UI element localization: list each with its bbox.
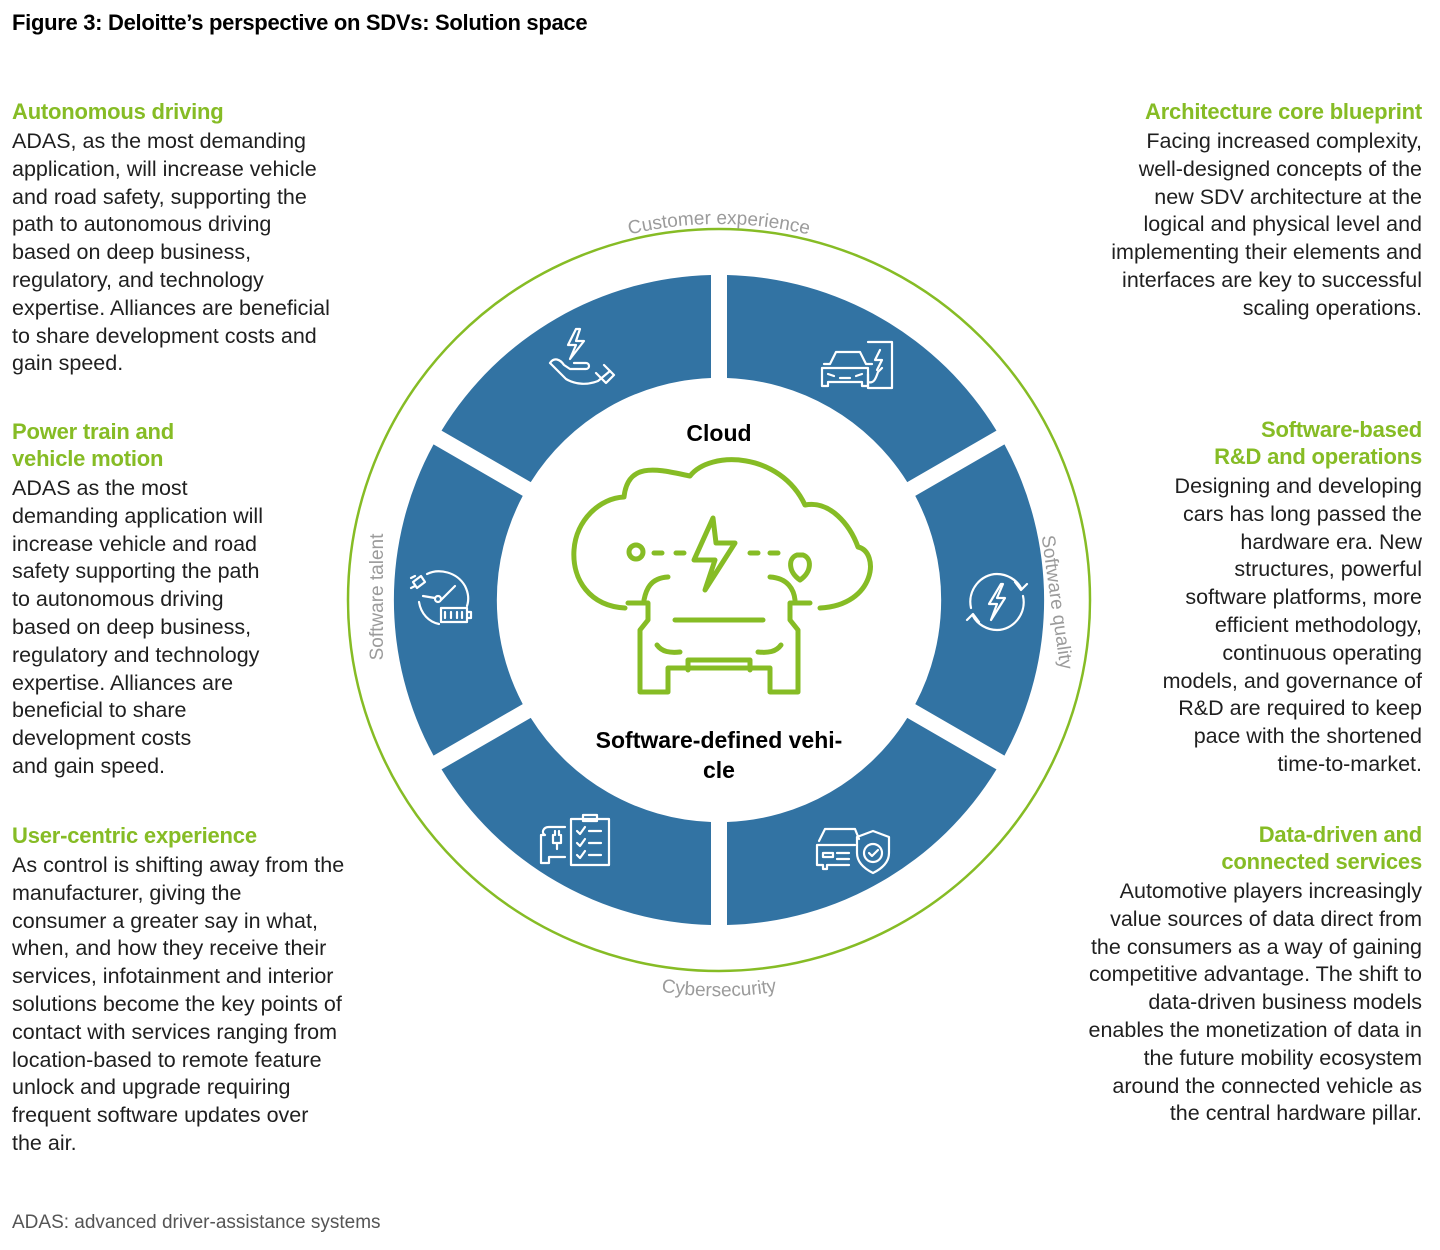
- ring-segment-left: [393, 444, 523, 756]
- energy-refresh-icon: [965, 572, 1029, 632]
- text-block-autonomous-driving: Autonomous driving ADAS, as the most dem…: [12, 98, 392, 378]
- ring-label-bottom: Cybersecurity: [660, 976, 778, 1002]
- block-title: User-centric experience: [12, 823, 257, 848]
- figure-title: Figure 3: Deloitte’s perspective on SDVs…: [12, 10, 588, 35]
- footnote: ADAS: advanced driver-assistance systems: [12, 1212, 381, 1233]
- block-body: ADAS, as the most demanding application,…: [12, 129, 330, 376]
- ring-segment-bottom-left: [441, 717, 711, 925]
- block-body: ADAS as the most demanding application w…: [12, 476, 263, 778]
- charging-gauge-battery-icon: [409, 570, 473, 626]
- ring-segment-bottom-right: [727, 717, 997, 925]
- ring-segment-top-right: [727, 275, 997, 483]
- ring-segment-top-left: [441, 275, 711, 483]
- block-body: Automotive players increasingly value so…: [1088, 879, 1422, 1126]
- cloud-connected-car-icon: [571, 457, 873, 695]
- block-title: Data-driven and connected services: [1221, 822, 1422, 874]
- hand-energy-icon: [548, 327, 616, 385]
- ring-label-left: Software talent: [367, 533, 388, 660]
- block-title: Architecture core blueprint: [1145, 99, 1422, 124]
- outer-green-circle: [346, 227, 1092, 973]
- center-label-sdv-line2: cle: [703, 757, 735, 783]
- car-charging-station-icon: [820, 340, 894, 390]
- car-checklist-icon: [539, 813, 611, 867]
- center-label-sdv-line1: Software-defined vehi-: [596, 727, 843, 753]
- block-title: Power train and vehicle motion: [12, 419, 175, 471]
- text-block-user-centric: User-centric experience As control is sh…: [12, 822, 402, 1158]
- text-block-software-rd: Software-based R&D and operations Design…: [1082, 416, 1423, 779]
- block-title: Software-based R&D and operations: [1214, 417, 1422, 469]
- text-block-architecture: Architecture core blueprint Facing incre…: [1042, 98, 1422, 323]
- car-shield-icon: [815, 827, 891, 875]
- text-block-data-driven: Data-driven and connected services Autom…: [1032, 821, 1423, 1128]
- text-block-power-train: Power train and vehicle motion ADAS as t…: [12, 418, 392, 781]
- block-body: As control is shifting away from the man…: [12, 853, 345, 1155]
- ring-segment-right: [915, 444, 1045, 756]
- block-title: Autonomous driving: [12, 99, 224, 124]
- center-label-cloud: Cloud: [686, 420, 751, 446]
- block-body: Designing and developing cars has long p…: [1162, 474, 1422, 776]
- block-body: Facing increased complexity, well-design…: [1111, 129, 1422, 320]
